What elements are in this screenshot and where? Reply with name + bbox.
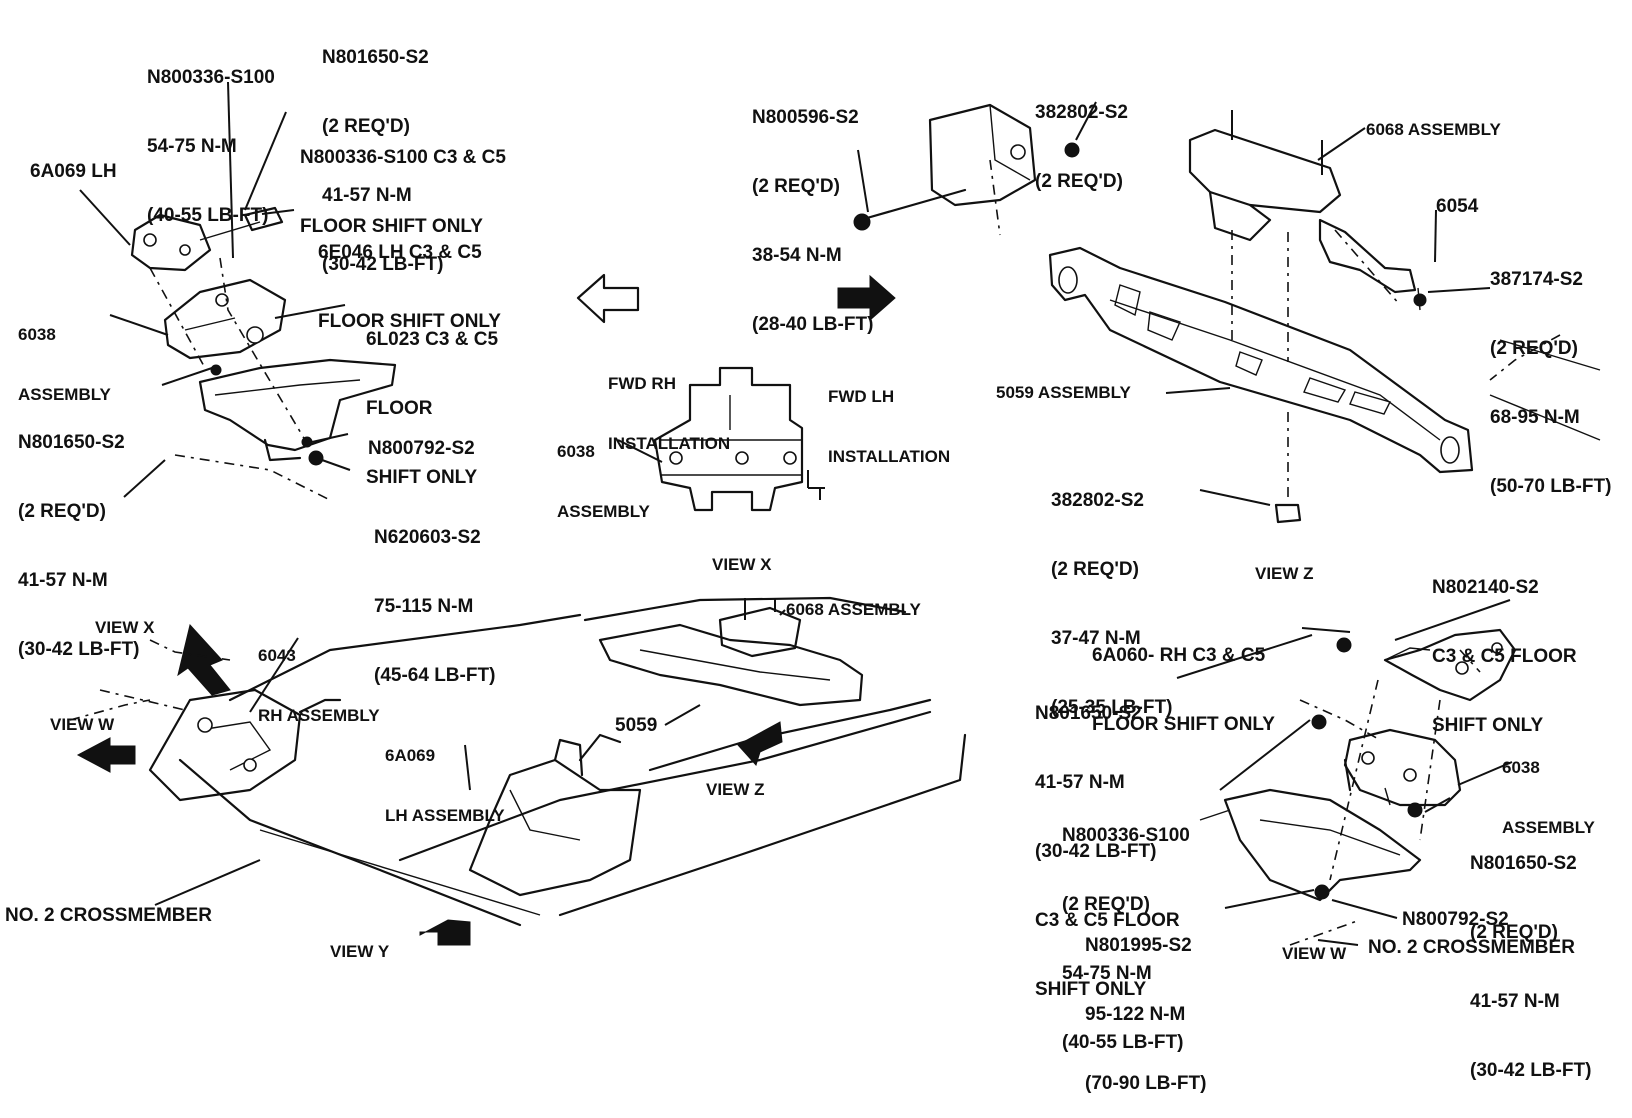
label-382802-bottom: 382802-S2 (2 REQ'D) 37-47 N-M (25-35 LB-… — [1051, 490, 1173, 718]
label-fwd-rh: FWD RH INSTALLATION — [608, 374, 731, 453]
label-n800336-floor: N800336-S100 C3 & C5 FLOOR SHIFT ONLY — [300, 147, 506, 237]
label-view-z-lower: VIEW Z — [706, 780, 765, 799]
label-6a060-rh: 6A060- RH C3 & C5 FLOOR SHIFT ONLY — [1092, 645, 1275, 735]
label-6a069-lh-assembly: 6A069 LH ASSEMBLY — [385, 746, 505, 825]
label-6068-assembly-lower: 6068 ASSEMBLY — [786, 600, 921, 619]
label-view-x-center: VIEW X — [712, 555, 772, 574]
label-n800792-left: N800792-S2 — [368, 438, 475, 459]
label-6a069-lh: 6A069 LH — [30, 161, 117, 182]
label-fwd-lh: FWD LH INSTALLATION — [828, 387, 951, 466]
label-5059-assembly: 5059 ASSEMBLY — [996, 383, 1131, 402]
label-view-y: VIEW Y — [330, 942, 390, 961]
frame-overview — [69, 596, 967, 946]
label-no2-crossmember-left: NO. 2 CROSSMEMBER — [5, 905, 212, 926]
label-n800792-right: N800792-S2 — [1402, 909, 1509, 930]
label-n801650-left: N801650-S2 (2 REQ'D) 41-57 N-M (30-42 LB… — [18, 432, 140, 660]
label-n802140: N802140-S2 C3 & C5 FLOOR SHIFT ONLY — [1432, 577, 1577, 736]
label-6043-rh: 6043 RH ASSEMBLY — [258, 646, 380, 725]
label-6038-assembly-center: 6038 ASSEMBLY — [557, 442, 650, 521]
label-6e046: 6E046 LH C3 & C5 FLOOR SHIFT ONLY — [318, 242, 501, 332]
label-6068-assembly-top: 6068 ASSEMBLY — [1366, 120, 1501, 139]
label-382802-top: 382802-S2 (2 REQ'D) — [1035, 102, 1128, 192]
label-n800596: N800596-S2 (2 REQ'D) 38-54 N-M (28-40 LB… — [752, 107, 874, 335]
label-view-x-lower: VIEW X — [95, 618, 155, 637]
label-5059-lower: 5059 — [615, 715, 658, 736]
lh-mount-exploded-view — [79, 81, 397, 501]
exploded-mount-diagram — [69, 81, 1601, 946]
label-no2-crossmember-right: NO. 2 CROSSMEMBER — [1368, 937, 1575, 958]
label-6038-assembly-right: 6038 ASSEMBLY — [1502, 758, 1595, 837]
label-view-w-right: VIEW W — [1282, 944, 1347, 963]
view-x-detail — [576, 273, 896, 512]
view-z-detail — [853, 101, 1601, 524]
label-n801995: N801995-S2 95-122 N-M (70-90 LB-FT) — [1085, 935, 1207, 1094]
view-w-detail — [1176, 599, 1517, 946]
label-6054: 6054 — [1436, 196, 1479, 217]
label-n620603: N620603-S2 75-115 N-M (45-64 LB-FT) — [374, 527, 496, 686]
label-view-w-lower: VIEW W — [50, 715, 115, 734]
label-n801650-top: N801650-S2 (2 REQ'D) 41-57 N-M (30-42 LB… — [322, 47, 444, 275]
label-n800336-top: N800336-S100 54-75 N-M (40-55 LB-FT) — [147, 67, 275, 226]
label-view-z-right: VIEW Z — [1255, 564, 1314, 583]
label-6l023: 6L023 C3 & C5 FLOOR SHIFT ONLY — [366, 329, 499, 488]
label-6038-assembly-left: 6038 ASSEMBLY — [18, 325, 111, 404]
label-387174: 387174-S2 (2 REQ'D) 68-95 N-M (50-70 LB-… — [1490, 269, 1612, 497]
